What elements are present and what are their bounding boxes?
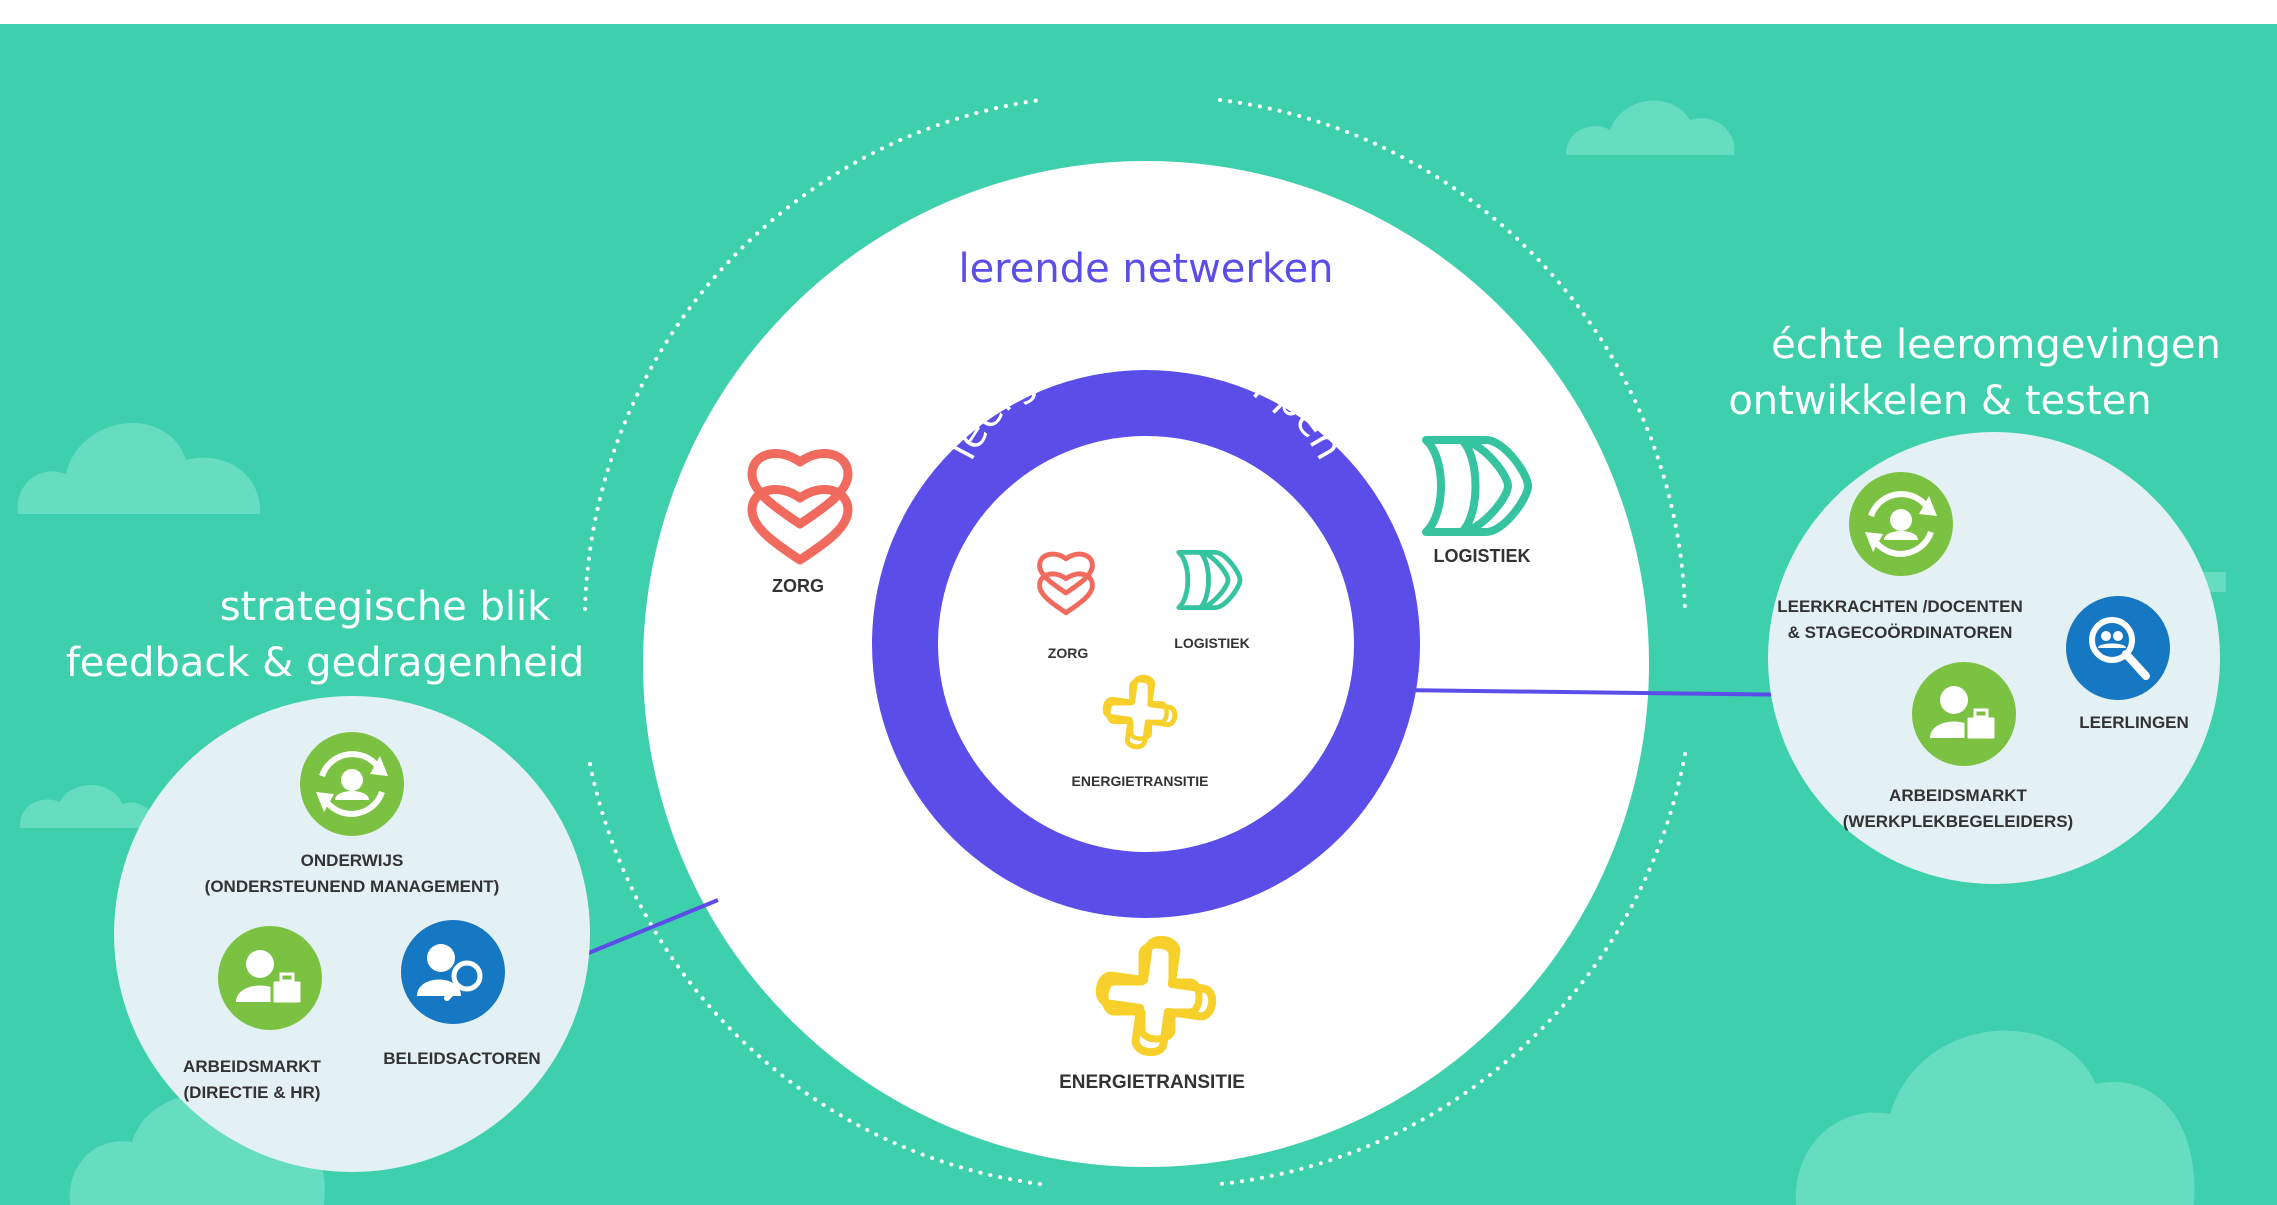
right-arbeidsmarkt-label-2: (WERKPLEKBEGELEIDERS) (1843, 812, 2073, 831)
inner-zorg-label: ZORG (1048, 645, 1089, 661)
cloud-icon (19, 785, 157, 828)
onderwijs-label-2: (ONDERSTEUNEND MANAGEMENT) (205, 877, 500, 896)
cloud-icon (1566, 100, 1760, 155)
left-heading-line-2: feedback & gedragenheid (66, 640, 585, 686)
person-magnifier-icon (401, 920, 505, 1024)
left-stakeholder-circle (114, 696, 590, 1172)
leerlingen-label: LEERLINGEN (2079, 713, 2189, 732)
left-heading-line-1: strategische blik (220, 584, 551, 630)
leerkrachten-label-2: & STAGECOÖRDINATOREN (1788, 623, 2013, 642)
leerkrachten-label-1: LEERKRACHTEN /DOCENTEN (1777, 597, 2023, 616)
right-heading-line-1: échte leeromgevingen (1771, 322, 2221, 368)
person-briefcase-icon (1912, 662, 2016, 766)
logistiek-label: LOGISTIEK (1433, 546, 1530, 566)
group-magnifier-icon (2066, 596, 2170, 700)
person-refresh-icon (300, 732, 404, 836)
center-title: lerende netwerken (958, 246, 1333, 292)
person-briefcase-icon (218, 926, 322, 1030)
inner-logistiek-label: LOGISTIEK (1174, 635, 1249, 651)
left-arbeidsmarkt-label-2: (DIRECTIE & HR) (184, 1083, 321, 1102)
left-arbeidsmarkt-label-1: ARBEIDSMARKT (183, 1057, 322, 1076)
ring-center (938, 436, 1354, 852)
cloud-decorations (17, 100, 2226, 1205)
energietransitie-label: ENERGIETRANSITIE (1059, 1072, 1245, 1093)
cloud-icon (1795, 1030, 2195, 1205)
right-arbeidsmarkt-label-1: ARBEIDSMARKT (1889, 786, 2028, 805)
diagram-canvas: lerende netwerken leergemeenschappen ZOR… (0, 24, 2277, 1205)
cloud-icon (69, 1094, 325, 1205)
person-refresh-icon (1849, 472, 1953, 576)
onderwijs-label-1: ONDERWIJS (301, 851, 404, 870)
zorg-label: ZORG (772, 576, 824, 596)
inner-energietransitie-label: ENERGIETRANSITIE (1072, 773, 1209, 789)
right-heading-line-2: ontwikkelen & testen (1728, 378, 2151, 424)
cloud-icon (17, 423, 261, 514)
arrow-to-right (1392, 688, 1815, 697)
beleidsactoren-label: BELEIDSACTOREN (383, 1049, 540, 1068)
dotted-orbit (583, 98, 1687, 1186)
